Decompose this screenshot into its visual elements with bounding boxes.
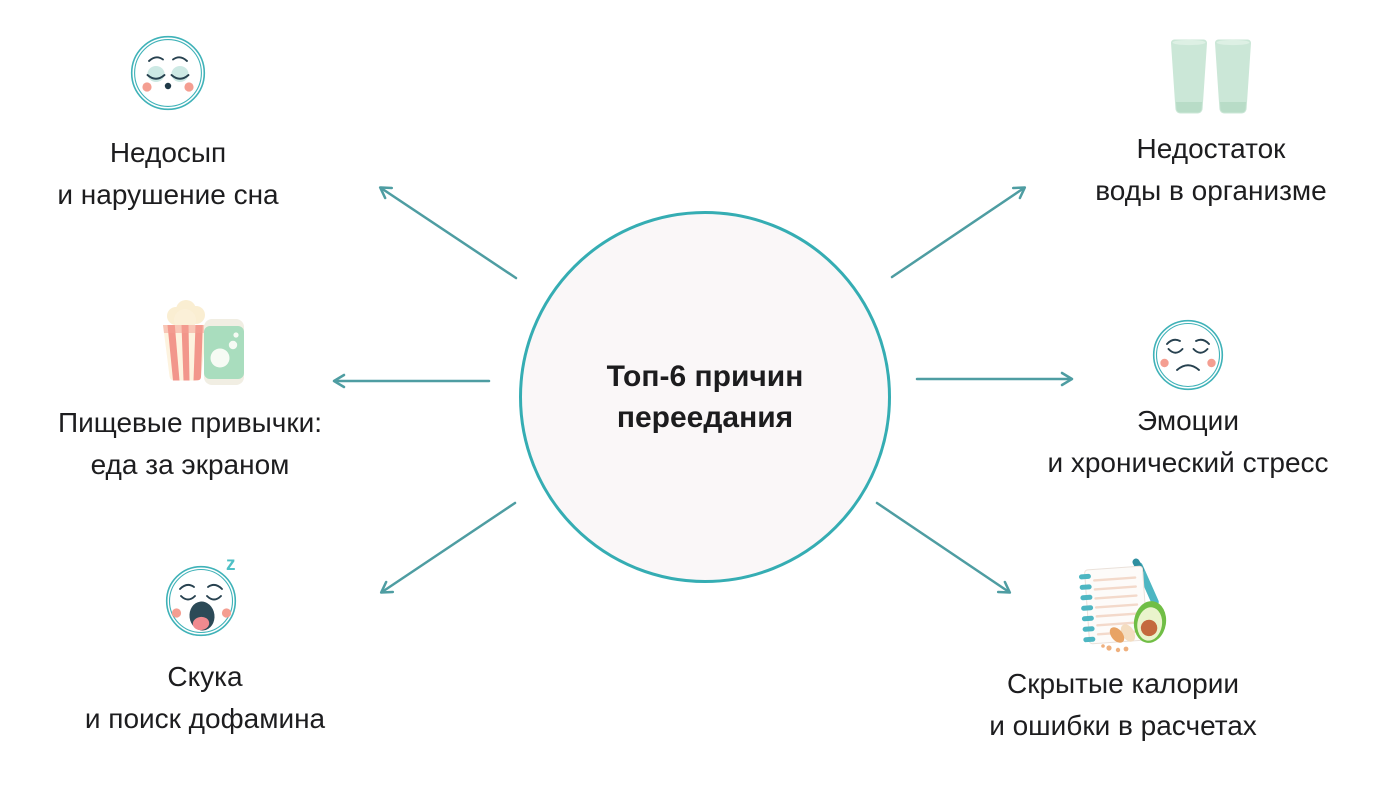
cause-label-line1: Эмоции — [1137, 405, 1239, 436]
water-glasses-icon — [1171, 39, 1251, 114]
cause-item-habits: Пищевые привычки: еда за экраном — [30, 300, 350, 486]
central-topic-circle: Топ-6 причин переедания — [519, 211, 891, 583]
popcorn-soda-can-icon — [163, 300, 244, 385]
cause-label-line1: Недостаток — [1136, 133, 1286, 164]
center-title-line1: Топ-6 причин — [606, 360, 804, 393]
cause-item-water: Недостаток воды в организме — [1061, 38, 1361, 212]
sleepy-face-icon — [130, 35, 206, 111]
food-diary-avocado-icon — [1078, 558, 1167, 653]
cause-label-line2: и хронический стресс — [1047, 447, 1329, 478]
avocado — [1133, 601, 1167, 643]
cause-item-sleep: Недосып и нарушение сна — [18, 34, 318, 216]
arrow-top-left — [378, 186, 518, 280]
cause-label-line1: Скука — [167, 661, 243, 692]
cause-label-line2: и ошибки в расчетах — [989, 710, 1257, 741]
cause-label-line1: Скрытые калории — [1007, 668, 1239, 699]
soda-can — [204, 319, 244, 385]
sleep-z-glyph: z — [226, 554, 236, 575]
arrow-top-right — [890, 186, 1027, 279]
almonds — [1101, 624, 1136, 653]
cause-item-calories: Скрытые калории и ошибки в расчетах — [973, 558, 1273, 747]
cause-label-line2: и поиск дофамина — [84, 703, 326, 734]
center-title-line2: переедания — [616, 401, 794, 434]
arrow-bottom-left — [379, 501, 517, 594]
arrow-bottom-right — [875, 501, 1012, 594]
sad-face-icon — [1152, 319, 1224, 391]
cause-label-line1: Пищевые привычки: — [57, 407, 323, 438]
cause-label-line2: воды в организме — [1095, 175, 1327, 206]
cause-label-line2: еда за экраном — [90, 449, 290, 480]
popcorn — [163, 300, 208, 381]
cause-item-emotions: Эмоции и хронический стресс — [1038, 318, 1338, 484]
cause-label-line2: и нарушение сна — [57, 179, 279, 210]
cause-label-line1: Недосып — [109, 137, 227, 168]
cause-item-boredom: z Скука и поиск дофамина — [55, 552, 355, 740]
yawning-face-icon: z — [165, 554, 237, 637]
